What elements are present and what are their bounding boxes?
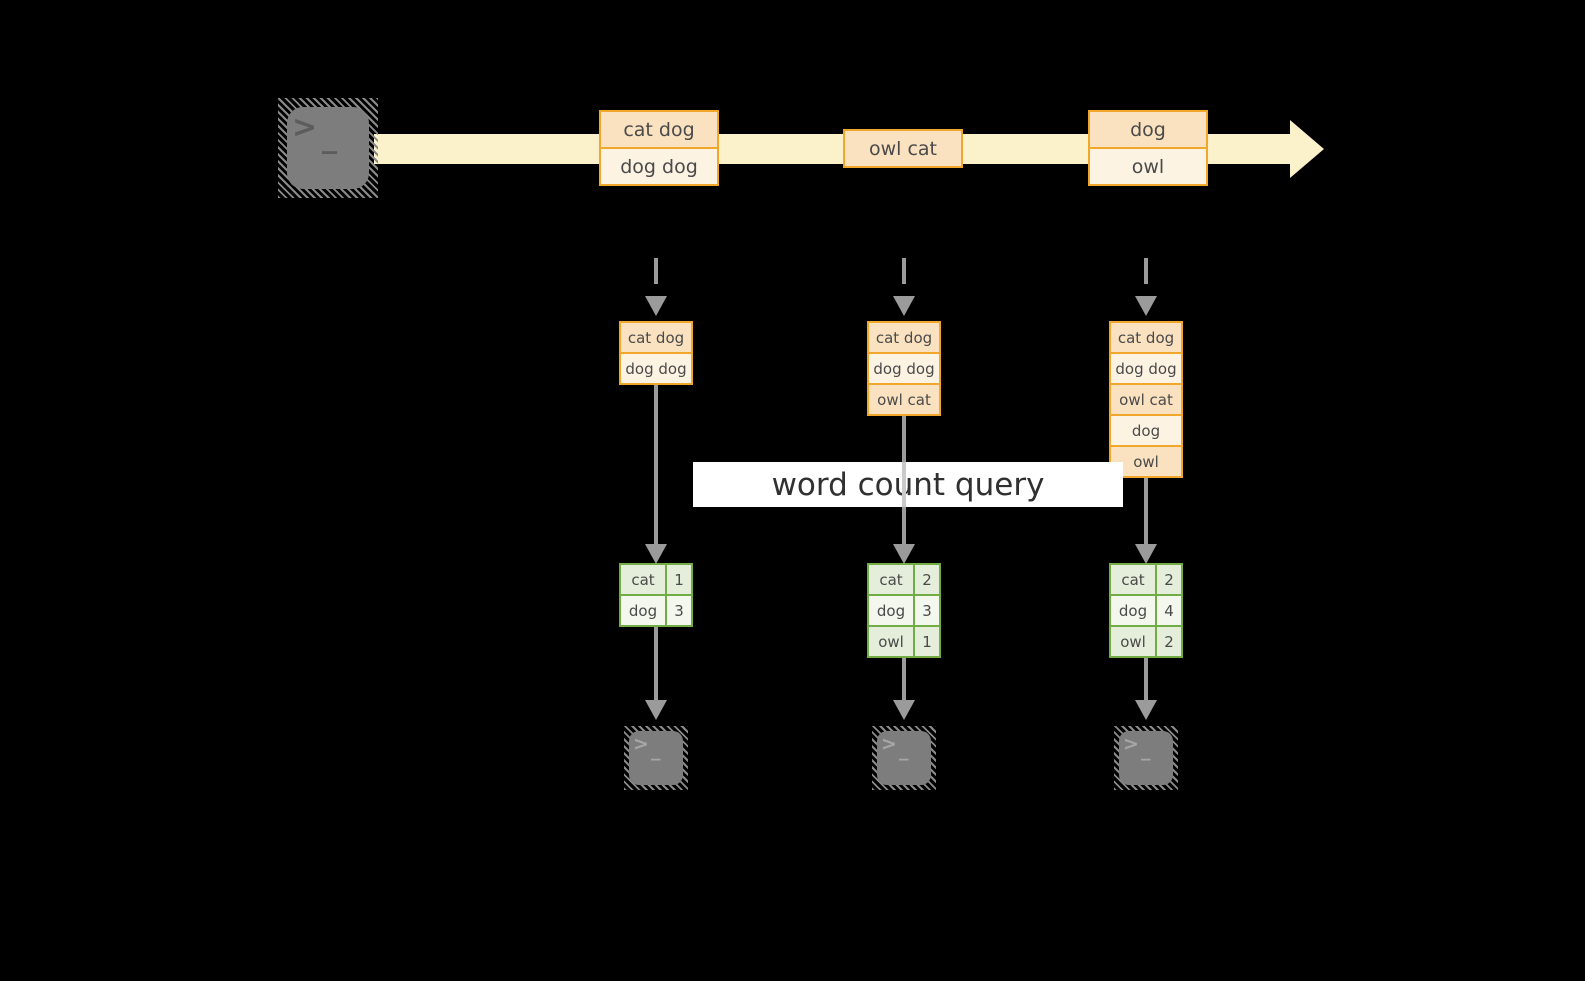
word-cell: cat (621, 565, 665, 594)
prompt-cursor-icon: _ (899, 739, 909, 761)
arrow-down-icon (1135, 296, 1157, 316)
prompt-chevron-icon: > (881, 733, 897, 755)
prompt-cursor-icon: _ (651, 739, 661, 761)
word-cell: owl (869, 627, 913, 656)
event-box-batch1: cat dog dog dog (599, 110, 719, 186)
event-line: cat dog (601, 112, 717, 147)
event-line: owl (1090, 149, 1206, 184)
word-cell: owl (1111, 627, 1155, 656)
count-table-2: cat 2 dog 3 owl 1 (867, 563, 941, 658)
terminal-screen (877, 731, 931, 785)
stack-cell: dog (1111, 416, 1181, 445)
connector-line (1144, 658, 1148, 700)
worker-terminal-icon-2: > _ (872, 726, 936, 790)
connector-line (654, 627, 658, 700)
source-terminal-icon: > _ (278, 98, 378, 198)
count-cell: 2 (915, 565, 939, 594)
arrow-down-icon (1135, 544, 1157, 564)
arrow-down-icon (893, 700, 915, 720)
connector-line (654, 385, 658, 544)
arrow-down-icon (645, 544, 667, 564)
arrow-down-icon (1135, 700, 1157, 720)
table-row: cat 2 (869, 565, 939, 594)
word-cell: cat (869, 565, 913, 594)
dashed-arrow (654, 258, 658, 284)
stack-cell: cat dog (869, 323, 939, 352)
stack-cell: dog dog (621, 354, 691, 383)
terminal-screen (287, 107, 369, 189)
word-cell: dog (869, 596, 913, 625)
event-line: dog (1090, 112, 1206, 147)
connector-line (1144, 478, 1148, 544)
dashed-arrow (1144, 258, 1148, 284)
count-cell: 3 (667, 596, 691, 625)
terminal-screen (629, 731, 683, 785)
state-stack-2: cat dog dog dog owl cat (867, 321, 941, 416)
word-cell: dog (1111, 596, 1155, 625)
count-cell: 2 (1157, 565, 1181, 594)
terminal-screen (1119, 731, 1173, 785)
word-count-query-banner: word count query (693, 462, 1123, 507)
table-row: dog 3 (869, 596, 939, 625)
event-line: dog dog (601, 149, 717, 184)
stack-cell: dog dog (869, 354, 939, 383)
word-cell: dog (621, 596, 665, 625)
table-row: dog 3 (621, 596, 691, 625)
connector-line (902, 658, 906, 700)
count-cell: 3 (915, 596, 939, 625)
stack-cell: owl cat (1111, 385, 1181, 414)
state-stack-3: cat dog dog dog owl cat dog owl (1109, 321, 1183, 478)
table-row: dog 4 (1111, 596, 1181, 625)
count-cell: 2 (1157, 627, 1181, 656)
count-cell: 1 (667, 565, 691, 594)
prompt-cursor-icon: _ (322, 120, 337, 155)
worker-terminal-icon-3: > _ (1114, 726, 1178, 790)
count-table-1: cat 1 dog 3 (619, 563, 693, 627)
table-row: owl 1 (869, 627, 939, 656)
arrow-down-icon (893, 296, 915, 316)
stack-cell: cat dog (621, 323, 691, 352)
arrow-down-icon (645, 700, 667, 720)
word-cell: cat (1111, 565, 1155, 594)
count-table-3: cat 2 dog 4 owl 2 (1109, 563, 1183, 658)
table-row: cat 2 (1111, 565, 1181, 594)
stack-cell: owl cat (869, 385, 939, 414)
arrow-down-icon (645, 296, 667, 316)
event-box-batch2: owl cat (843, 129, 963, 168)
event-box-batch3: dog owl (1088, 110, 1208, 186)
connector-line-over-banner (902, 462, 906, 507)
dashed-arrow (902, 258, 906, 284)
prompt-chevron-icon: > (292, 110, 318, 145)
count-cell: 4 (1157, 596, 1181, 625)
prompt-chevron-icon: > (633, 733, 649, 755)
state-stack-1: cat dog dog dog (619, 321, 693, 385)
stream-arrowhead-icon (1290, 120, 1324, 178)
prompt-chevron-icon: > (1123, 733, 1139, 755)
table-row: cat 1 (621, 565, 691, 594)
count-cell: 1 (915, 627, 939, 656)
stack-cell: cat dog (1111, 323, 1181, 352)
worker-terminal-icon-1: > _ (624, 726, 688, 790)
prompt-cursor-icon: _ (1141, 739, 1151, 761)
stack-cell: dog dog (1111, 354, 1181, 383)
arrow-down-icon (893, 544, 915, 564)
event-line: owl cat (845, 131, 961, 166)
table-row: owl 2 (1111, 627, 1181, 656)
